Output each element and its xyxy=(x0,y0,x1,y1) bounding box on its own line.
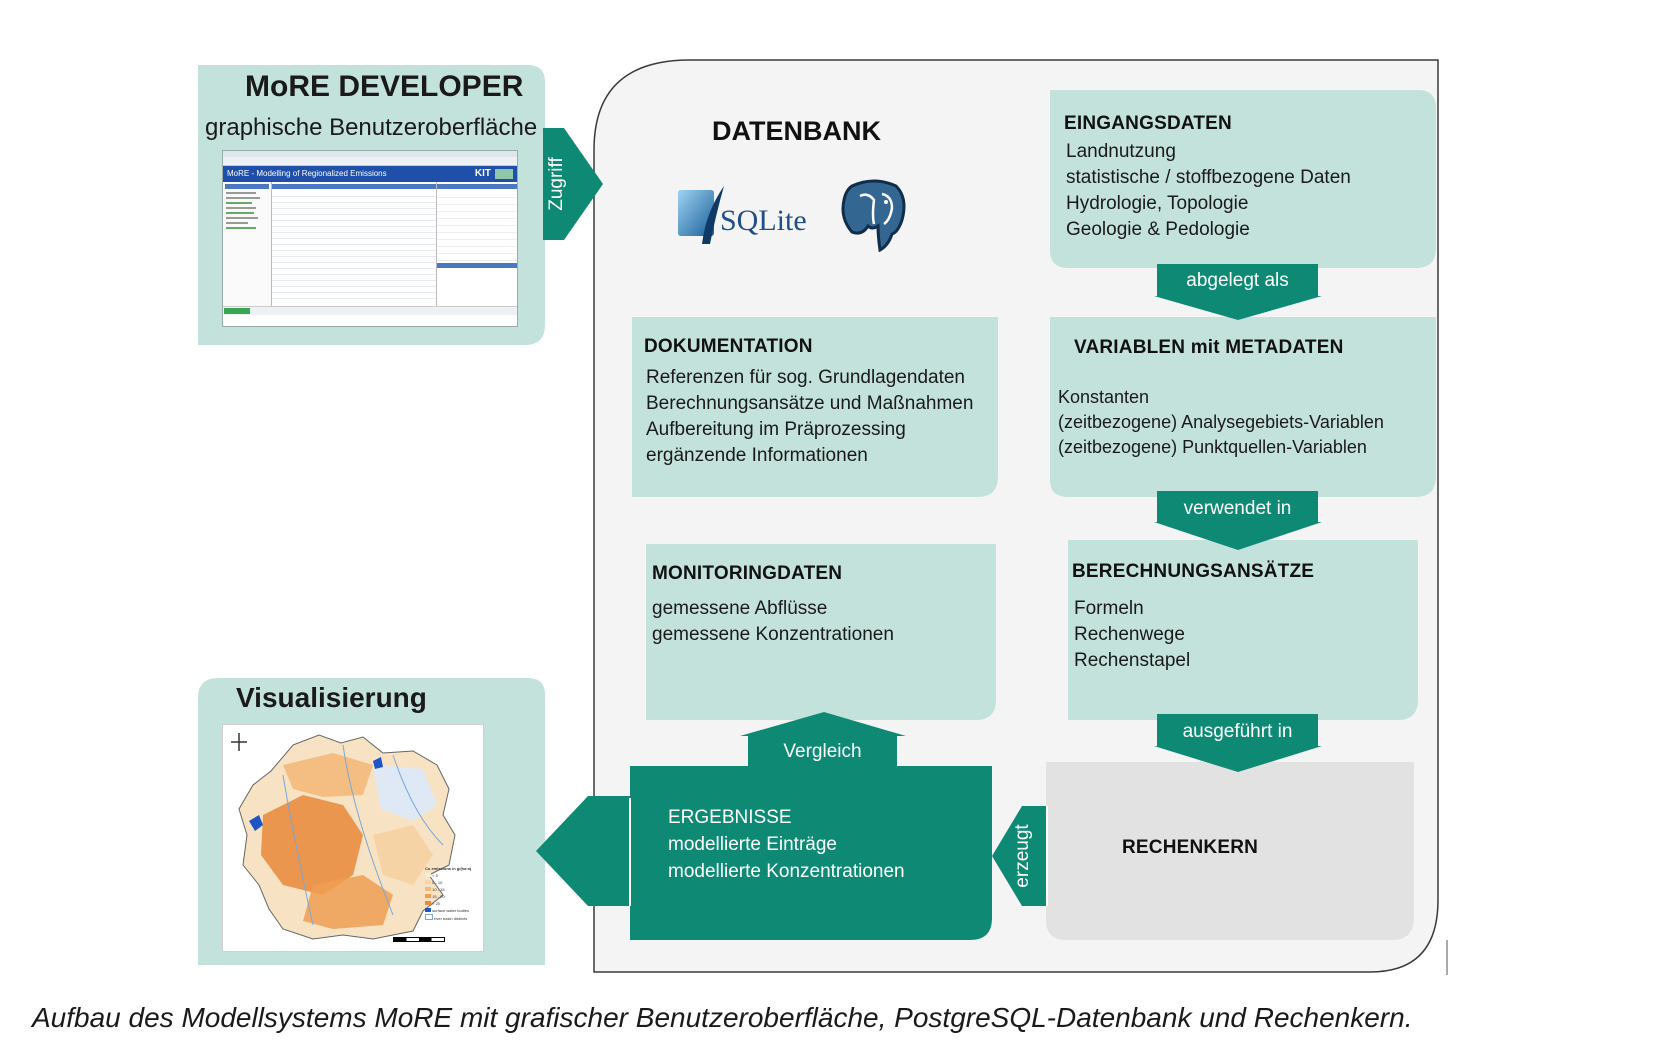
vergleich-label: Vergleich xyxy=(783,741,862,762)
berechnung-box xyxy=(1068,540,1418,720)
eingangsdaten-box xyxy=(1050,90,1436,268)
erzeugt-arrow-shape xyxy=(992,806,1047,906)
legend-item: 15 - 20 xyxy=(425,893,481,900)
zugriff-arrow-shape xyxy=(543,128,603,240)
dokumentation-item: Aufbereitung im Präprozessing xyxy=(646,419,906,440)
ausgefuehrt-arrow-shape xyxy=(1154,714,1322,772)
ergebnisse-arrow-shape xyxy=(536,796,630,906)
rechenkern-title: RECHENKERN xyxy=(1122,837,1259,858)
visualisierung-title: Visualisierung xyxy=(236,682,427,713)
map-legend: Cu emissions in g/(ha·a) < 5 5 - 10 10 -… xyxy=(425,865,481,922)
ergebnisse-item: modellierte Konzentrationen xyxy=(668,861,905,882)
legend-item: 5 - 10 xyxy=(425,879,481,886)
monitoring-list: gemessene Abflüsse gemessene Konzentrati… xyxy=(652,596,894,648)
developer-subtitle: graphische Benutzeroberfläche xyxy=(205,114,538,141)
eingangsdaten-title: EINGANGSDATEN xyxy=(1064,113,1232,134)
screenshot-logo: KIT xyxy=(474,168,491,179)
dokumentation-item: Berechnungsansätze und Maßnahmen xyxy=(646,393,974,414)
developer-title: MoRE DEVELOPER xyxy=(245,70,524,103)
ergebnisse-title: ERGEBNISSE xyxy=(668,807,792,828)
more-developer-screenshot: MoRE - Modelling of Regionalized Emissio… xyxy=(222,150,518,327)
eingangsdaten-item: Hydrologie, Topologie xyxy=(1066,193,1249,214)
variablen-box xyxy=(1050,317,1436,497)
legend-item: surface water bodies xyxy=(425,907,481,914)
dokumentation-list: Referenzen für sog. Grundlagendaten Bere… xyxy=(646,365,973,469)
vergleich-arrow-shape xyxy=(740,712,906,772)
zugriff-label: Zugriff xyxy=(546,157,567,211)
legend-item: < 5 xyxy=(425,872,481,879)
dokumentation-item: ergänzende Informationen xyxy=(646,445,868,466)
legend-item: > 20 xyxy=(425,900,481,907)
abgelegt-arrow-shape xyxy=(1154,264,1322,320)
ergebnisse-item: modellierte Einträge xyxy=(668,834,837,855)
eingangsdaten-item: statistische / stoffbezogene Daten xyxy=(1066,167,1351,188)
monitoring-item: gemessene Abflüsse xyxy=(652,598,828,619)
database-title: DATENBANK xyxy=(712,116,881,146)
screenshot-title: MoRE - Modelling of Regionalized Emissio… xyxy=(227,169,387,178)
postgresql-elephant-icon xyxy=(841,179,906,253)
legend-item: river basin districts xyxy=(425,914,481,922)
rechenkern-box xyxy=(1046,762,1414,940)
germany-map: Cu emissions in g/(ha·a) < 5 5 - 10 10 -… xyxy=(222,724,484,952)
berechnung-list: Formeln Rechenwege Rechenstapel xyxy=(1074,596,1190,674)
dokumentation-title: DOKUMENTATION xyxy=(644,336,813,357)
variablen-title: VARIABLEN mit METADATEN xyxy=(1074,337,1344,358)
monitoring-item: gemessene Konzentrationen xyxy=(652,624,894,645)
erzeugt-label: erzeugt xyxy=(1012,824,1033,888)
sqlite-text: SQLite xyxy=(720,204,807,237)
scale-bar xyxy=(393,937,445,942)
dokumentation-box xyxy=(632,317,998,497)
emission-map xyxy=(231,733,456,940)
berechnung-title: BERECHNUNGSANSÄTZE xyxy=(1072,561,1315,582)
ergebnisse-box xyxy=(630,766,992,940)
verwendet-label: verwendet in xyxy=(1183,498,1292,519)
north-arrow-icon xyxy=(231,733,247,751)
ausgefuehrt-label: ausgeführt in xyxy=(1182,721,1293,742)
verwendet-arrow-shape xyxy=(1154,491,1322,550)
sqlite-logo: SQLite xyxy=(676,182,816,248)
abgelegt-label: abgelegt als xyxy=(1186,270,1289,291)
ergebnisse-list: ERGEBNISSE modellierte Einträge modellie… xyxy=(668,804,905,885)
variablen-item: (zeitbezogene) Punktquellen-Variablen xyxy=(1058,437,1367,457)
variablen-item: Konstanten xyxy=(1058,387,1150,407)
monitoring-box xyxy=(646,544,996,720)
berechnung-item: Formeln xyxy=(1074,598,1144,619)
eingangsdaten-item: Landnutzung xyxy=(1066,141,1176,162)
eingangsdaten-item: Geologie & Pedologie xyxy=(1066,219,1250,240)
variablen-list: Konstanten (zeitbezogene) Analysegebiets… xyxy=(1058,385,1384,460)
sqlite-icon xyxy=(678,186,724,244)
dokumentation-item: Referenzen für sog. Grundlagendaten xyxy=(646,367,965,388)
legend-title: Cu emissions in g/(ha·a) xyxy=(425,866,472,871)
variablen-item: (zeitbezogene) Analysegebiets-Variablen xyxy=(1058,412,1384,432)
berechnung-item: Rechenwege xyxy=(1074,624,1185,645)
legend-item: 10 - 15 xyxy=(425,886,481,893)
figure-caption: Aufbau des Modellsystems MoRE mit grafis… xyxy=(32,1002,1413,1033)
eingangsdaten-list: Landnutzung statistische / stoffbezogene… xyxy=(1066,139,1351,243)
postgresql-logo xyxy=(838,176,910,254)
monitoring-title: MONITORINGDATEN xyxy=(652,563,843,584)
berechnung-item: Rechenstapel xyxy=(1074,650,1191,671)
